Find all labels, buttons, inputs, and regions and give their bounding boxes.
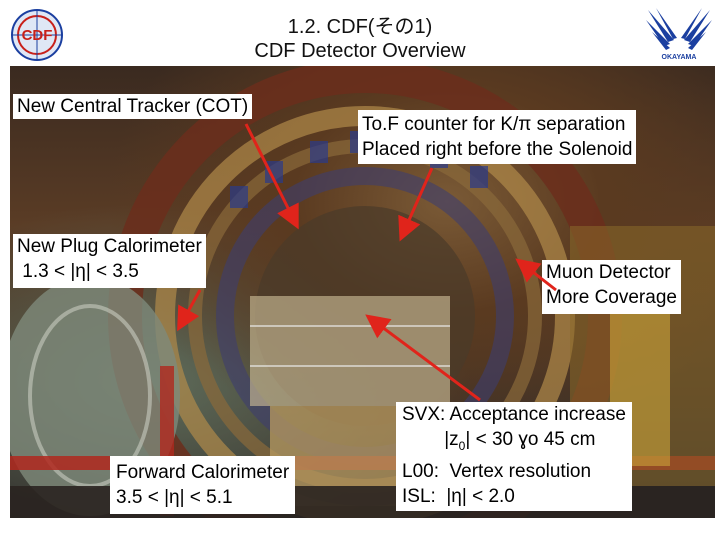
muon-detector-label: Muon Detector More Coverage	[542, 260, 681, 314]
svx-label-line2-post: | < 30 ɣo 45 cm	[465, 429, 596, 450]
muon-label-line1: Muon Detector	[546, 262, 671, 283]
forward-calorimeter-label: Forward Calorimeter 3.5 < |η| < 5.1	[110, 456, 296, 514]
svx-label-line2-sub: 0	[458, 438, 466, 453]
tof-arrow	[398, 167, 434, 242]
tof-label: To.F counter for K/π separation Placed r…	[358, 110, 637, 164]
okayama-logo-text: OKAYAMA	[662, 54, 697, 61]
svx-label-line2: |z0| < 30 ɣo 45 cm	[402, 429, 596, 453]
muon-arrow	[515, 258, 557, 292]
plug-label-line1: New Plug Calorimeter	[17, 236, 202, 257]
svx-label-line1: SVX: Acceptance increase	[402, 404, 626, 425]
cot-arrow	[244, 123, 299, 230]
tof-label-line2: Placed right before the Solenoid	[362, 139, 633, 160]
cdf-logo: CDF	[11, 9, 63, 61]
okayama-logo: OKAYAMA	[646, 8, 712, 61]
forward-label-line1: Forward Calorimeter	[116, 462, 290, 483]
svx-label: SVX: Acceptance increase |z0| < 30 ɣo 45…	[396, 402, 632, 511]
muon-label-line2: More Coverage	[546, 287, 677, 308]
svx-label-line2-pre: |z	[402, 429, 459, 450]
plug-label-line2: 1.3 < |η| < 3.5	[17, 261, 139, 282]
tof-label-line1: To.F counter for K/π separation	[362, 114, 626, 135]
cot-label: New Central Tracker (COT)	[13, 94, 253, 119]
svx-label-line4: ISL: |η| < 2.0	[402, 485, 515, 507]
plug-calorimeter-label: New Plug Calorimeter 1.3 < |η| < 3.5	[13, 234, 206, 288]
svx-arrow	[365, 314, 481, 402]
slide-title: 1.2. CDF(その1)	[287, 16, 433, 38]
svx-label-line3: L00: Vertex resolution	[402, 460, 592, 482]
plug-arrow	[177, 289, 202, 332]
slide-subtitle: CDF Detector Overview	[254, 40, 466, 62]
cdf-logo-text: CDF	[22, 27, 53, 44]
forward-label-line2: 3.5 < |η| < 5.1	[116, 487, 233, 508]
